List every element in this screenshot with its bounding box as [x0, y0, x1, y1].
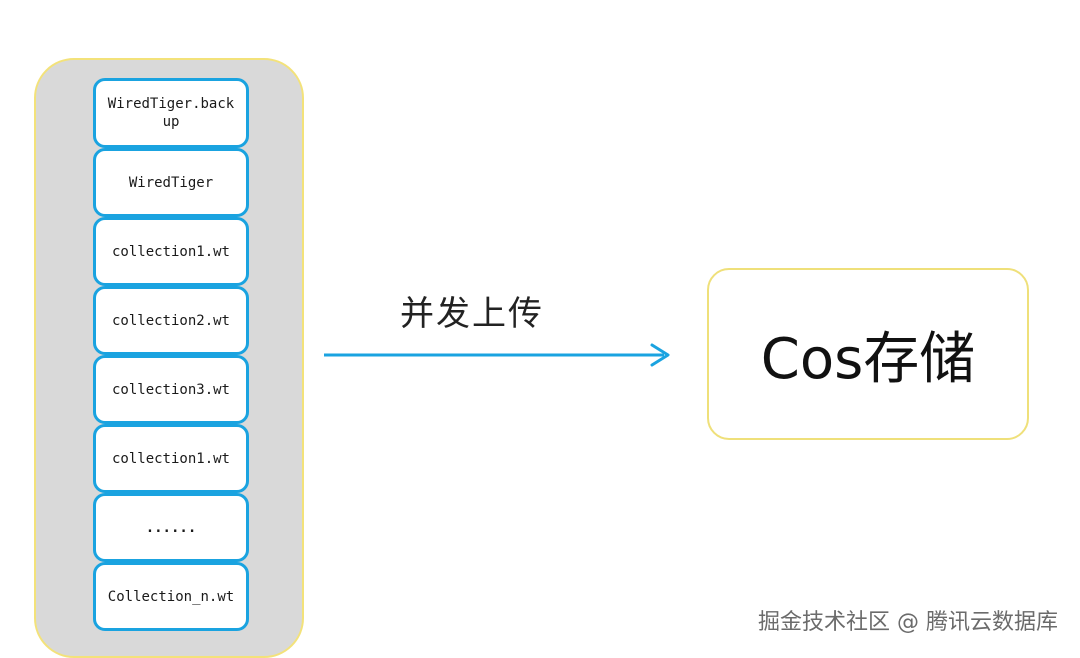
cos-storage-box: Cos存储	[707, 268, 1029, 440]
file-box-collection2: collection2.wt	[93, 286, 249, 355]
file-box-collection-n: Collection_n.wt	[93, 562, 249, 631]
watermark: 掘金技术社区 @ 腾讯云数据库	[758, 610, 1058, 635]
file-box-wiredtiger: WiredTiger	[93, 148, 249, 217]
upload-arrow	[324, 343, 670, 367]
upload-label: 并发上传	[400, 294, 544, 334]
file-box-collection1: collection1.wt	[93, 217, 249, 286]
cos-storage-label: Cos存储	[760, 326, 976, 392]
file-box-collection1-second: collection1.wt	[93, 424, 249, 493]
file-box-ellipsis: ......	[93, 493, 249, 562]
file-box-collection3: collection3.wt	[93, 355, 249, 424]
file-box-wiredtiger-backup: WiredTiger.back up	[93, 78, 249, 148]
